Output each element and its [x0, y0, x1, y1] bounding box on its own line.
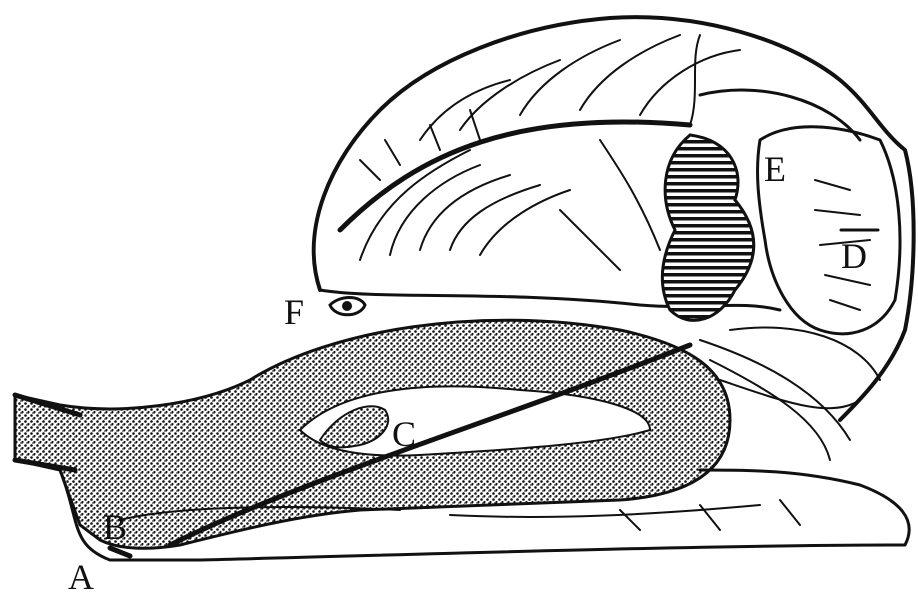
label-c: C — [392, 414, 416, 454]
mouth-mark — [110, 548, 130, 556]
label-b: B — [103, 507, 127, 547]
label-a: A — [68, 557, 94, 592]
heart — [662, 135, 753, 320]
label-f: F — [284, 292, 304, 332]
label-e: E — [764, 149, 786, 189]
body — [15, 320, 909, 560]
label-d: D — [841, 236, 867, 276]
pneumostome — [330, 298, 365, 315]
